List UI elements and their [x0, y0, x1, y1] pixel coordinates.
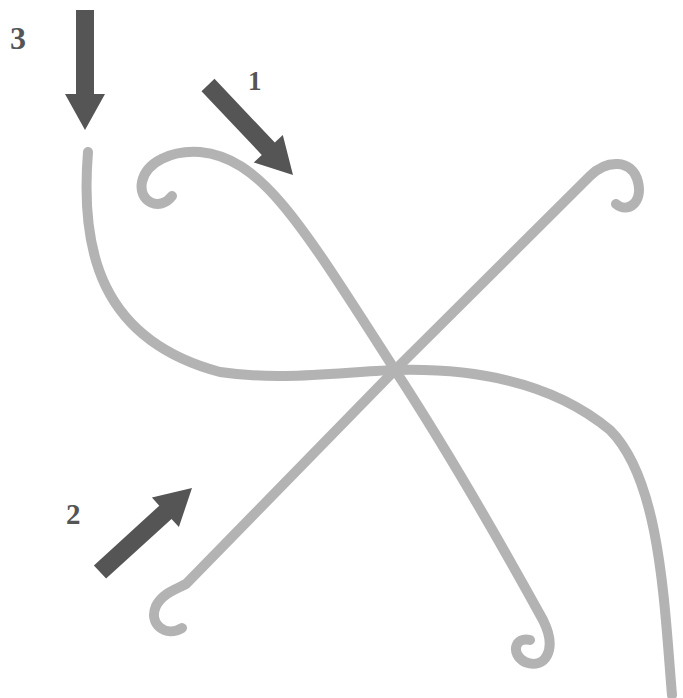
direction-arrow	[94, 488, 192, 579]
stroke-one	[142, 152, 550, 664]
callout-number: 1	[248, 68, 262, 95]
callout-number: 3	[10, 22, 26, 54]
stroke-three	[86, 152, 672, 695]
direction-arrow	[65, 10, 105, 130]
callout-number: 2	[66, 500, 81, 529]
direction-arrow	[202, 79, 294, 175]
